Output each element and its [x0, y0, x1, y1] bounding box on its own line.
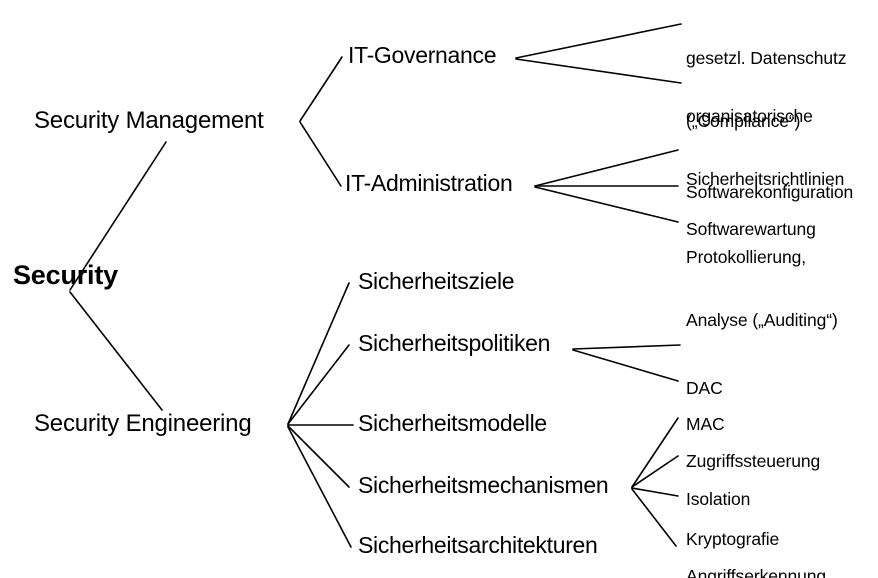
node-it-administration[interactable]: IT-Administration	[345, 170, 513, 196]
node-sicherheitsziele[interactable]: Sicherheitsziele	[358, 268, 515, 294]
node-kryptografie[interactable]: Kryptografie	[686, 487, 779, 578]
leaf-line-1: gesetzl. Datenschutz	[686, 48, 847, 68]
edge-root-to-security-management	[69, 141, 167, 291]
leaf-line-1: Softwarewartung	[686, 219, 816, 239]
edge-sicherheitsmechanismen-to-isolation	[631, 455, 679, 488]
node-sicherheitsarchitekturen[interactable]: Sicherheitsarchitekturen	[358, 532, 598, 558]
node-protokollierung-analyse[interactable]: Protokollierung, Analyse („Auditing“)	[686, 205, 838, 373]
edge-itgovernance-to-organisatorische	[515, 58, 682, 84]
leaf-line-1: MAC	[686, 414, 725, 434]
edge-sicherheitsmechanismen-to-kryptografie	[631, 487, 679, 497]
node-softwarewartung[interactable]: Softwarewartung	[686, 177, 816, 282]
edge-itadministration-to-softwarekonfiguration	[534, 149, 679, 187]
leaf-line-1: Angriffserkennung	[686, 566, 827, 578]
node-sicherheitspolitiken[interactable]: Sicherheitspolitiken	[358, 330, 551, 356]
edge-securityengineering-to-sicherheitsziele	[287, 282, 350, 425]
edge-sicherheitsmechanismen-to-angriffserkennung	[631, 488, 677, 547]
leaf-line-1: Isolation	[686, 489, 751, 509]
leaf-line-2: („Compliance“)	[686, 111, 801, 131]
node-mac[interactable]: MAC	[686, 372, 725, 477]
edge-securityengineering-to-sicherheitsmechanismen	[287, 425, 350, 488]
edge-itadministration-to-protokollierung	[534, 186, 679, 223]
leaf-line-1: Zugriffssteuerung	[686, 451, 821, 471]
leaf-line-1: DAC	[686, 378, 723, 398]
node-gesetzl-datenschutz[interactable]: gesetzl. Datenschutz („Compliance“)	[686, 6, 847, 174]
node-softwarekonfiguration[interactable]: Softwarekonfiguration	[686, 140, 853, 245]
leaf-line-1: Protokollierung,	[686, 247, 806, 267]
node-sicherheitsmechanismen[interactable]: Sicherheitsmechanismen	[358, 472, 609, 498]
node-sicherheitsmodelle[interactable]: Sicherheitsmodelle	[358, 410, 547, 436]
edge-sicherheitspolitiken-to-mac	[572, 349, 679, 382]
node-isolation[interactable]: Isolation	[686, 447, 750, 552]
leaf-line-1: Kryptografie	[686, 529, 780, 549]
edge-sicherheitsmechanismen-to-zugriffssteuerung	[631, 417, 679, 488]
node-security-engineering[interactable]: Security Engineering	[34, 410, 252, 437]
leaf-line-2: Sicherheitsrichtlinien	[686, 169, 845, 189]
node-zugriffssteuerung[interactable]: Zugriffssteuerung	[686, 409, 820, 514]
leaf-line-1: Softwarekonfiguration	[686, 182, 854, 202]
edge-securitymanagement-to-itadministration	[299, 121, 342, 187]
node-root-security[interactable]: Security	[13, 260, 118, 290]
edge-root-to-security-engineering	[69, 291, 163, 411]
node-security-management[interactable]: Security Management	[34, 107, 264, 134]
node-dac[interactable]: DAC	[686, 336, 723, 441]
edge-securityengineering-to-sicherheitsarchitekturen	[287, 426, 352, 548]
edge-sicherheitspolitiken-to-dac	[572, 344, 681, 350]
edge-securitymanagement-to-itgovernance	[299, 56, 343, 122]
node-angriffserkennung[interactable]: Angriffserkennung (Intrusion Detection)	[686, 524, 841, 578]
edge-securityengineering-to-sicherheitspolitiken	[287, 344, 350, 425]
node-it-governance[interactable]: IT-Governance	[348, 42, 497, 68]
edge-itgovernance-to-gesetzl-datenschutz	[515, 23, 682, 59]
node-organisatorische-sicherheitsrichtlinien[interactable]: organisatorische Sicherheitsrichtlinien	[686, 64, 844, 232]
leaf-line-1: organisatorische	[686, 106, 813, 126]
leaf-line-2: Analyse („Auditing“)	[686, 310, 838, 330]
